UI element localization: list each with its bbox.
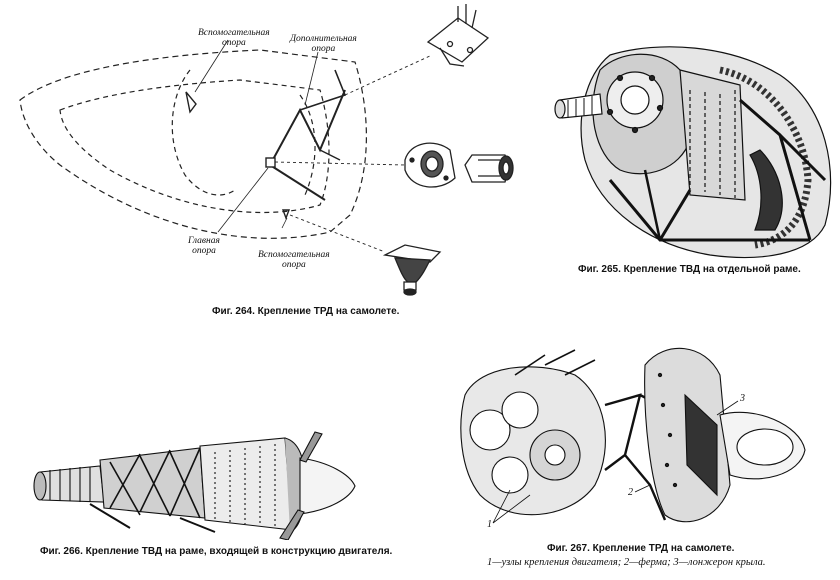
figure-266-drawing bbox=[33, 431, 356, 540]
callout-1: 1 bbox=[487, 519, 492, 530]
label-main-support: Главная опора bbox=[188, 236, 220, 256]
figure-265: Фиг. 265. Крепление ТВД на отдельной рам… bbox=[540, 30, 840, 285]
figure-267-caption: Фиг. 267. Крепление ТРД на самолете. bbox=[547, 543, 735, 554]
callout-3: 3 bbox=[740, 393, 745, 404]
callout-2: 2 bbox=[628, 487, 633, 498]
figure-266-caption: Фиг. 266. Крепление ТВД на раме, входяще… bbox=[40, 546, 393, 557]
label-line: опора bbox=[281, 260, 306, 270]
label-line: Вспомогательная bbox=[258, 250, 330, 260]
figure-267-legend: 1—узлы крепления двигателя; 2—ферма; 3—л… bbox=[487, 557, 766, 568]
figure-265-caption: Фиг. 265. Крепление ТВД на отдельной рам… bbox=[578, 264, 801, 275]
label-aux-support-top: Вспомогательная опора bbox=[198, 28, 270, 48]
label-aux-support-bottom: Вспомогательная опора bbox=[258, 250, 330, 270]
label-line: опора bbox=[192, 246, 216, 256]
figure-264: Вспомогательная опора Дополнительная опо… bbox=[0, 0, 560, 330]
figure-265-drawing bbox=[554, 46, 832, 259]
figure-266: Фиг. 266. Крепление ТВД на раме, входяще… bbox=[0, 420, 400, 570]
figure-264-caption: Фиг. 264. Крепление ТРД на самолете. bbox=[212, 306, 400, 317]
label-extra-support: Дополнительная опора bbox=[290, 34, 357, 54]
figure-264-drawing bbox=[19, 4, 514, 296]
label-line: Дополнительная bbox=[290, 34, 357, 44]
label-line: опора bbox=[221, 38, 246, 48]
figure-267-drawing bbox=[460, 347, 806, 524]
label-line: Главная bbox=[188, 236, 220, 246]
figure-267: 1 2 3 Фиг. 267. Крепление ТРД на самолет… bbox=[455, 335, 840, 575]
label-line: Вспомогательная bbox=[198, 28, 270, 38]
label-line: опора bbox=[311, 44, 336, 54]
